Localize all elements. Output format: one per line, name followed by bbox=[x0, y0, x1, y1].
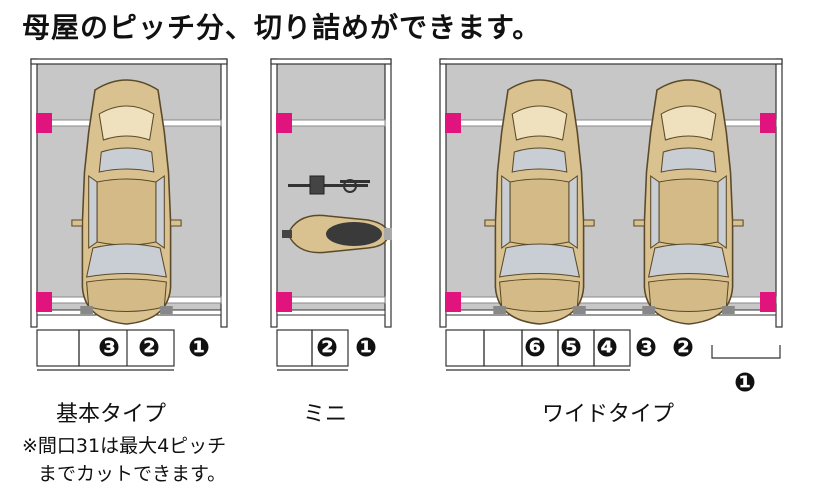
mini-beam-rear bbox=[276, 296, 386, 304]
basic-number-1: ❶ bbox=[188, 333, 211, 363]
mini-type-label: ミニ bbox=[303, 402, 348, 427]
mini-beam-front bbox=[276, 119, 386, 127]
wide-beam-front bbox=[445, 119, 777, 127]
mini-frame-right bbox=[384, 58, 392, 328]
wide-number-5: ❺ bbox=[560, 333, 583, 363]
basic-cut-sections bbox=[36, 329, 175, 371]
wide-frame-right bbox=[775, 58, 783, 328]
wide-frame-top bbox=[439, 58, 783, 65]
wide-number-2: ❷ bbox=[672, 333, 695, 363]
mini-floor bbox=[277, 63, 385, 315]
mini-carport bbox=[270, 58, 393, 371]
basic-marker bbox=[36, 113, 52, 133]
wide-number-6: ❻ bbox=[524, 333, 547, 363]
basic-frame-left bbox=[30, 58, 38, 328]
wide-number-1: ❶ bbox=[734, 368, 757, 398]
wide-number-3: ❸ bbox=[635, 333, 658, 363]
wide-number-4: ❹ bbox=[596, 333, 619, 363]
wide-marker bbox=[445, 292, 461, 312]
basic-number-3: ❸ bbox=[98, 333, 121, 363]
mini-frame-left bbox=[270, 58, 278, 328]
wide-marker bbox=[760, 292, 776, 312]
wide-marker bbox=[445, 113, 461, 133]
wide-cut-sections bbox=[445, 329, 781, 371]
wide-marker bbox=[760, 113, 776, 133]
basic-carport bbox=[30, 58, 228, 371]
mini-number-1: ❶ bbox=[355, 333, 378, 363]
basic-frame-top bbox=[30, 58, 228, 65]
basic-frame-right bbox=[220, 58, 228, 328]
mini-marker bbox=[276, 113, 292, 133]
mini-cut-sections bbox=[276, 329, 349, 371]
basic-number-2: ❷ bbox=[138, 333, 161, 363]
basic-marker bbox=[36, 292, 52, 312]
pitch-note-line-2: までカットできます。 bbox=[38, 463, 227, 485]
headline: 母屋のピッチ分、切り詰めができます。 bbox=[22, 11, 542, 44]
mini-frame-bottom bbox=[276, 309, 386, 316]
wide-frame-bottom bbox=[445, 309, 777, 316]
pitch-note-line-1: ※間口31は最大4ピッチ bbox=[22, 435, 227, 457]
mini-number-2: ❷ bbox=[316, 333, 339, 363]
pitch-note: ※間口31は最大4ピッチ までカットできます。 bbox=[22, 432, 226, 488]
mini-marker bbox=[276, 292, 292, 312]
mini-frame-top bbox=[270, 58, 392, 65]
wide-frame-left bbox=[439, 58, 447, 328]
wide-type-label: ワイドタイプ bbox=[542, 402, 675, 427]
basic-type-label: 基本タイプ bbox=[56, 402, 167, 427]
wide-carport bbox=[439, 58, 783, 371]
